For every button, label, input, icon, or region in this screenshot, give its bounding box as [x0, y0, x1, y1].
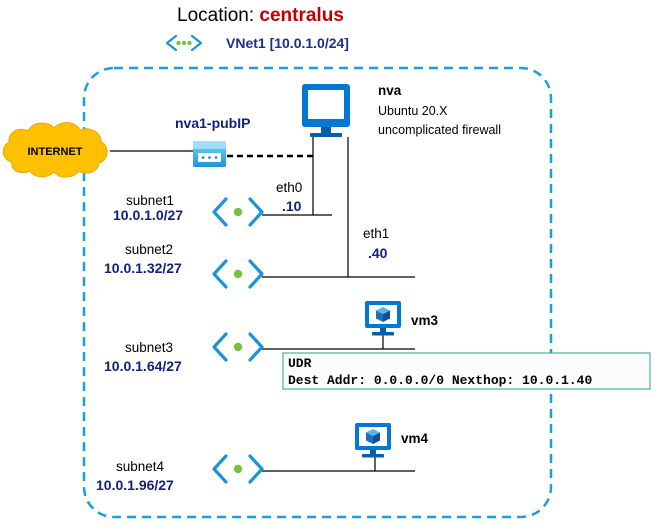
subnet1-cidr: 10.0.1.0/27 — [113, 207, 183, 223]
subnet2-name: subnet2 — [125, 242, 173, 257]
udr-route: Dest Addr: 0.0.0.0/0 Nexthop: 10.0.1.40 — [288, 373, 592, 388]
cloud-icon — [2, 122, 108, 178]
vm-icon — [355, 423, 391, 458]
nva-firewall: uncomplicated firewall — [378, 123, 501, 137]
udr-box: UDR Dest Addr: 0.0.0.0/0 Nexthop: 10.0.1… — [282, 352, 651, 390]
subnet-icon — [212, 332, 264, 362]
public-ip-label: nva1-pubIP — [175, 115, 250, 131]
eth0-ip: .10 — [282, 198, 302, 214]
vm-icon — [365, 301, 401, 336]
nva-name: nva — [378, 83, 402, 98]
public-ip-icon — [193, 141, 226, 167]
subnet-icon — [212, 454, 264, 484]
subnet4-name: subnet4 — [116, 459, 165, 474]
nva-os: Ubuntu 20.X — [378, 104, 448, 118]
subnet3-cidr: 10.0.1.64/27 — [104, 358, 182, 374]
vnet-label: VNet1 [10.0.1.0/24] — [226, 35, 349, 51]
vnet-icon — [165, 34, 203, 52]
subnet4-cidr: 10.0.1.96/27 — [96, 477, 174, 493]
subnet3-name: subnet3 — [125, 340, 173, 355]
vm3-label: vm3 — [411, 313, 439, 328]
subnet1-name: subnet1 — [126, 193, 174, 208]
subnet-icon — [212, 259, 264, 289]
connection-lines — [110, 137, 415, 472]
subnet-icon — [212, 197, 264, 227]
eth1-label: eth1 — [363, 226, 389, 241]
monitor-icon — [302, 84, 350, 137]
eth0-label: eth0 — [276, 180, 302, 195]
vnet-boundary — [82, 66, 553, 519]
location-title: Location: centralus — [177, 5, 344, 26]
subnet2-cidr: 10.0.1.32/27 — [104, 260, 182, 276]
internet-label: INTERNET — [28, 146, 83, 158]
udr-title: UDR — [288, 356, 312, 371]
eth1-ip: .40 — [368, 245, 388, 261]
vm4-label: vm4 — [401, 431, 429, 446]
